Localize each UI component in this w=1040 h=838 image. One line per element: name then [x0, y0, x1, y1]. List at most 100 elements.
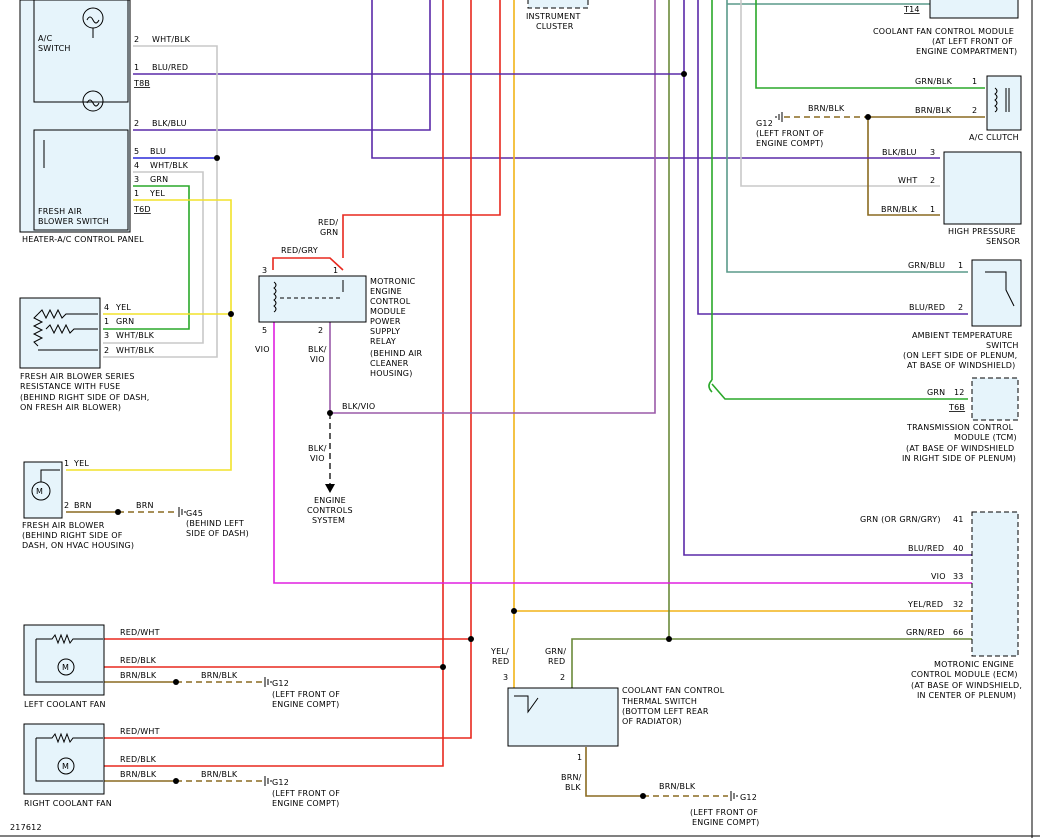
- wire-pin: 2: [958, 303, 963, 312]
- wire-color-label: RED/BLK: [120, 656, 157, 665]
- junction-dots: [115, 71, 871, 799]
- wire-pin: 1: [104, 317, 109, 326]
- resistance-label-1: FRESH AIR BLOWER SERIES: [20, 372, 135, 381]
- coolant-fan-thermal-switch: YEL/ RED GRN/ RED 3 2 1 COOLANT FAN CONT…: [490, 647, 759, 827]
- ambient-switch-box: [971, 259, 1022, 327]
- wire-color-label: BLU/RED: [908, 544, 944, 553]
- connector-label: T14: [903, 5, 920, 14]
- wire-red-left2: [103, 0, 472, 739]
- wire-brn-blk-hps: [867, 117, 940, 216]
- wire-pin: 5: [262, 326, 267, 335]
- connector-label: T6B: [948, 403, 965, 412]
- g45-ground: G45 (BEHIND LEFT SIDE OF DASH): [178, 507, 249, 538]
- wire-color-label: RED/WHT: [120, 727, 160, 736]
- ecm-label-4: IN CENTER OF PLENUM): [917, 691, 1016, 700]
- wire-red-left: [103, 0, 444, 767]
- wire-color-label: GRN: [927, 388, 945, 397]
- ac-clutch-label: A/C CLUTCH: [969, 133, 1019, 142]
- wire-pin: 2: [134, 35, 139, 44]
- wire-color-label: WHT: [898, 176, 917, 185]
- junction-dot: [681, 71, 687, 77]
- wire-color-label: VIO: [255, 345, 270, 354]
- instrument-cluster: INSTRUMENT CLUSTER: [526, 0, 589, 31]
- wire-color-label: GRN: [116, 317, 134, 326]
- blower-resistance-box: [19, 297, 101, 369]
- wire-color-label: BRN/BLK: [915, 106, 952, 115]
- tcm-box: [971, 377, 1019, 421]
- relay-label-1: MOTRONIC: [370, 277, 416, 286]
- ground-icon: [178, 507, 186, 517]
- g12-label-1: G12: [272, 778, 289, 787]
- wire-color-label: BLU/RED: [152, 63, 188, 72]
- wire-red-grn: [342, 0, 501, 258]
- hps-label-2: SENSOR: [986, 237, 1020, 246]
- wire-color-label: GRN: [320, 228, 338, 237]
- left-fan-label: LEFT COOLANT FAN: [24, 700, 106, 709]
- g45-label-1: G45: [186, 509, 203, 518]
- wire-color-label: RED/BLK: [120, 755, 157, 764]
- wire-pin: 1: [577, 753, 582, 762]
- wire-color-label: WHT/BLK: [150, 161, 189, 170]
- fresh-air-blower: M 1 YEL 2 BRN BRN FRESH AIR BLOWER (BEHI…: [22, 459, 153, 550]
- ambient-label-2: SWITCH: [986, 341, 1019, 350]
- relay-label-8: (BEHIND AIR: [370, 349, 423, 358]
- wire-pin: 1: [64, 459, 69, 468]
- high-pressure-sensor: BLK/BLU 3 WHT 2 BRN/BLK 1 HIGH PRESSURE …: [881, 148, 1022, 246]
- wire-pin: 1: [930, 205, 935, 214]
- resistor-icon: [37, 308, 98, 320]
- thermal-switch-label-3: (BOTTOM LEFT REAR: [622, 707, 709, 716]
- thermal-switch-contacts: [514, 695, 539, 714]
- ecm-label-2: CONTROL MODULE (ECM): [911, 670, 1018, 679]
- wire-brn-ts: [585, 747, 643, 797]
- wire-pin: 1: [134, 63, 139, 72]
- relay-label-3: CONTROL: [370, 297, 411, 306]
- wire-violet: [273, 322, 975, 584]
- ground-icon: [264, 677, 272, 687]
- motor-icon: [57, 757, 75, 775]
- transmission-control-module: GRN 12 T6B TRANSMISSION CONTROL MODULE (…: [902, 377, 1019, 463]
- wire-pin: 1: [958, 261, 963, 270]
- wire-color-label: YEL: [149, 189, 165, 198]
- coolant-fan-control-module-box: [929, 0, 1019, 19]
- junction-dot: [511, 608, 517, 614]
- resistor-icon: [45, 323, 98, 335]
- engine-controls-label-1: ENGINE: [314, 496, 346, 505]
- wire-color-label: BLK/: [308, 345, 327, 354]
- relay-label-7: RELAY: [370, 337, 396, 346]
- instrument-cluster-label-2: CLUSTER: [536, 22, 574, 31]
- wire-color-label: BLU: [150, 147, 166, 156]
- resistance-label-2: RESISTANCE WITH FUSE: [20, 382, 120, 391]
- motor-icon-letter: M: [36, 487, 43, 496]
- wire-pin: 41: [953, 515, 964, 524]
- ambient-temperature-switch: GRN/BLU 1 BLU/RED 2 AMBIENT TEMPERATURE …: [903, 259, 1022, 370]
- right-coolant-fan: M RED/WHT RED/BLK BRN/BLK BRN/BLK RIGHT …: [23, 723, 340, 808]
- ac-switch-label-1: A/C: [38, 34, 53, 43]
- wire-color-label: BRN/BLK: [201, 671, 238, 680]
- wire-color-label: BLK/VIO: [342, 402, 375, 411]
- wire-pin: 66: [953, 628, 964, 637]
- wires: [66, 0, 985, 797]
- relay-coil-icon: [273, 281, 277, 313]
- wire-pin: 3: [104, 331, 109, 340]
- wire-yel-cp1: [66, 199, 232, 471]
- engine-controls-label-3: SYSTEM: [312, 516, 345, 525]
- ac-clutch: GRN/BLK 1 BRN/BLK 2 A/C CLUTCH: [915, 75, 1022, 142]
- g12-label-3: ENGINE COMPT): [692, 818, 759, 827]
- thermal-switch-label-1: COOLANT FAN CONTROL: [622, 686, 725, 695]
- junction-dot: [865, 114, 871, 120]
- relay-label-4: MODULE: [370, 307, 406, 316]
- g12-label-3: ENGINE COMPT): [272, 700, 339, 709]
- ecm-label-3: (AT BASE OF WINDSHIELD,: [911, 681, 1022, 690]
- coolant-fan-module-label-3: ENGINE COMPARTMENT): [916, 47, 1017, 56]
- wire-color-label: BRN/: [561, 773, 582, 782]
- wire-color-label: VIO: [931, 572, 946, 581]
- wire-pin: 1: [134, 189, 139, 198]
- junction-dot: [228, 311, 234, 317]
- resistor-icon: [32, 313, 44, 347]
- blower-leads: [40, 469, 60, 482]
- junction-dot: [327, 410, 333, 416]
- wire-color-label: RED: [492, 657, 509, 666]
- relay-label-5: POWER: [370, 317, 401, 326]
- resistor-icon: [36, 732, 103, 744]
- wire-pin: 2: [64, 501, 69, 510]
